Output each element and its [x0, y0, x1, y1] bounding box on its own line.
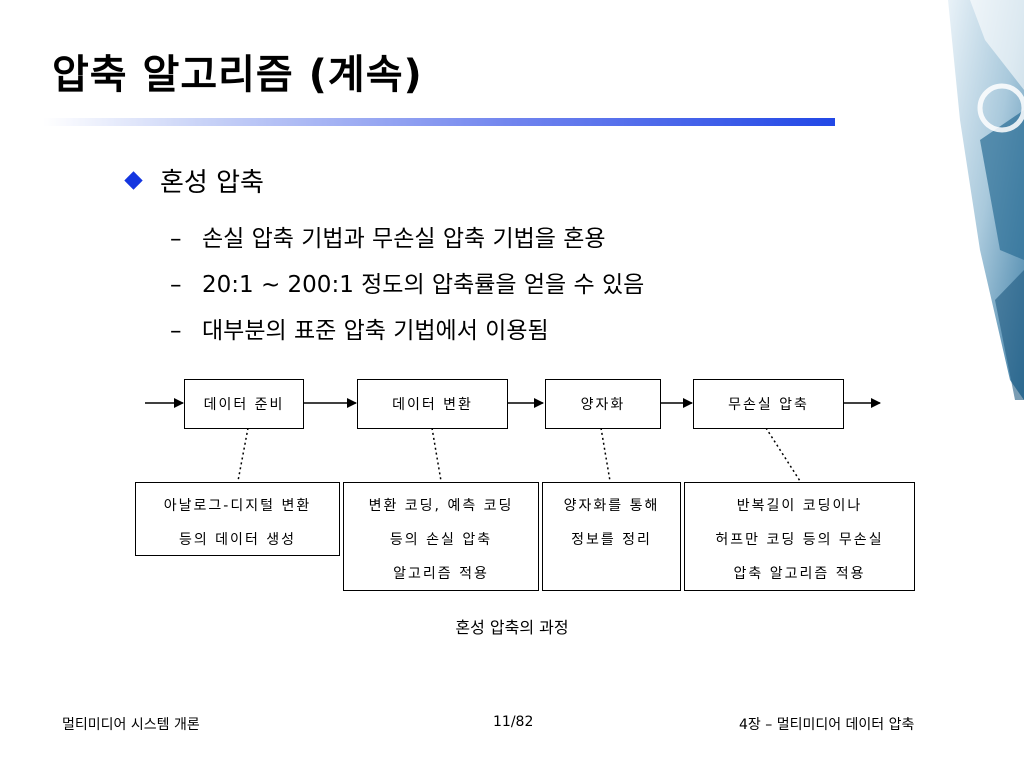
dotted-connector-2: [431, 427, 442, 482]
footer-page-number: 11/82: [493, 714, 534, 730]
footer-course-title: 멀티미디어 시스템 개론: [62, 717, 200, 733]
main-bullet-text: 혼성 압축: [160, 168, 264, 198]
desc-data-transform: 변환 코딩, 예측 코딩 등의 손실 압축 알고리즘 적용: [343, 482, 539, 591]
dash-bullet-icon: –: [170, 226, 182, 252]
sub-bullet-text: 대부분의 표준 압축 기법에서 이용됨: [202, 318, 549, 344]
sub-bullet-3: –대부분의 표준 압축 기법에서 이용됨: [170, 311, 549, 345]
sub-bullet-text: 손실 압축 기법과 무손실 압축 기법을 혼용: [202, 226, 606, 252]
step-data-transform: 데이터 변환: [357, 379, 508, 429]
sub-bullet-2: –20:1 ~ 200:1 정도의 압축률을 얻을 수 있음: [170, 265, 644, 299]
desc-lossless-compression: 반복길이 코딩이나 허프만 코딩 등의 무손실 압축 알고리즘 적용: [684, 482, 915, 591]
diagram-caption: 혼성 압축의 과정: [455, 618, 569, 637]
step-quantization: 양자화: [545, 379, 661, 429]
sub-bullet-text: 20:1 ~ 200:1 정도의 압축률을 얻을 수 있음: [202, 272, 645, 298]
desc-data-preparation: 아날로그-디지털 변환 등의 데이터 생성: [135, 482, 340, 556]
dotted-connector-3: [600, 427, 611, 482]
step-lossless-compression: 무손실 압축: [693, 379, 844, 429]
dash-bullet-icon: –: [170, 272, 182, 298]
decorative-corner-art: [940, 0, 1024, 400]
dotted-connector-4: [765, 427, 801, 482]
slide-title: 압축 알고리즘 (계속): [52, 52, 423, 98]
desc-quantization: 양자화를 통해 정보를 정리: [542, 482, 681, 591]
sub-bullet-1: –손실 압축 기법과 무손실 압축 기법을 혼용: [170, 219, 606, 253]
dotted-connector-1: [237, 427, 249, 482]
step-data-preparation: 데이터 준비: [184, 379, 304, 429]
dash-bullet-icon: –: [170, 318, 182, 344]
title-underline: [43, 118, 835, 126]
footer-chapter-title: 4장 – 멀티미디어 데이터 압축: [739, 717, 915, 733]
main-bullet: 혼성 압축: [122, 162, 264, 199]
